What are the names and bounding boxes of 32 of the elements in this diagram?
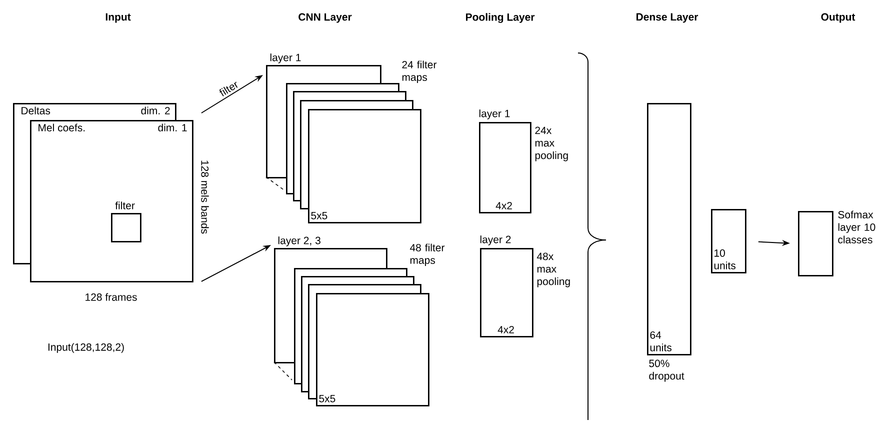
filter-square: filter [111,202,142,242]
dropout-note: 50% dropout [649,360,684,382]
output-box [798,211,834,276]
pooling-map: layer 2 4x2 [480,236,534,338]
column-heading: Dense Layer [636,13,698,23]
node-label: layer 1 [479,110,510,120]
node-label: dim. 2 [141,106,170,114]
dimension-label: 128 mels bands [201,160,209,234]
node-label: 5x5 [311,212,328,220]
node-label: 24 filter maps [402,60,437,83]
node-label: layer 2 [480,236,511,246]
node-label: Deltas [22,106,50,114]
pooling-map: layer 1 4x2 [479,110,532,214]
pooling-note: 48x max pooling [536,252,570,288]
node-label: layer 2, 3 [278,236,320,246]
feature-map-stack: layer 2, 3 48 filter maps 5x5 [274,236,445,406]
dense-layer-box: 64 units [647,103,692,356]
node-label: 48 filter maps [410,244,445,266]
output-note: Sofmax layer 10 classes [838,210,876,244]
column-heading: Output [821,13,856,23]
pooling-note: 24x max pooling [535,126,568,162]
shape-label: Input(128,128,2) [48,343,124,353]
edge-label: filter [220,82,238,96]
column-heading: Pooling Layer [466,13,535,23]
node-label: layer 1 [270,54,301,64]
feature-map-stack: layer 1 24 filter maps 5x5 [266,54,437,224]
node-label: 5x5 [319,394,336,402]
column-heading: Input [106,13,131,23]
node-label: filter [115,202,135,210]
column-heading: CNN Layer [298,13,352,23]
dense-layer-box: 10 units [711,209,746,274]
dimension-label: 128 frames [86,293,137,301]
